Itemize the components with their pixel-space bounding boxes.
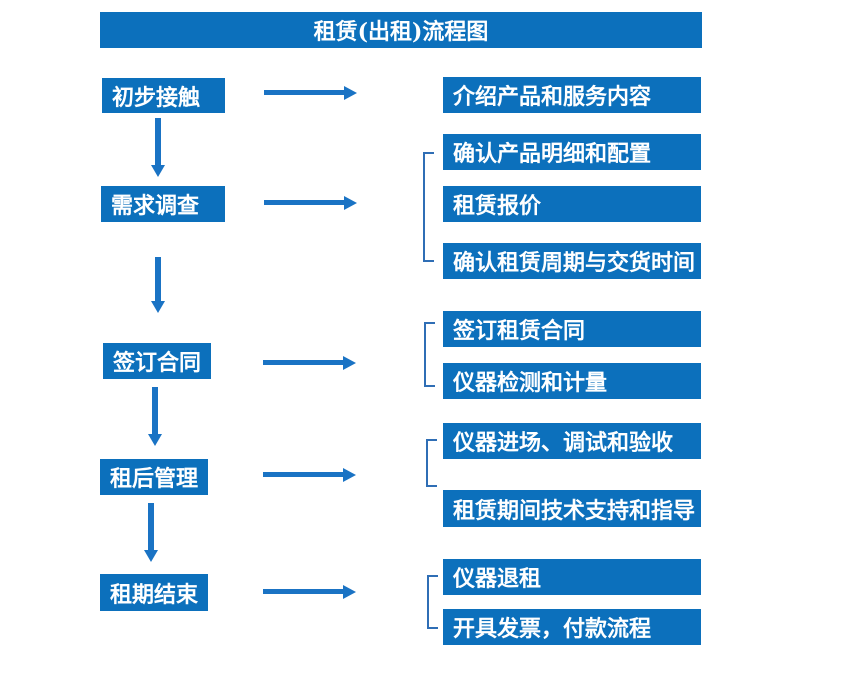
step-box-sign-contract: 签订合同 — [103, 343, 211, 379]
right-arrow — [263, 589, 343, 594]
right-arrow — [263, 360, 343, 365]
right-arrow — [264, 90, 344, 95]
group-bracket-rental-end — [427, 575, 438, 629]
down-arrow — [148, 503, 154, 550]
step-box-demand-survey: 需求调查 — [101, 186, 225, 222]
detail-box-instrument-testing: 仪器检测和计量 — [443, 363, 701, 399]
down-arrow — [152, 387, 158, 434]
flowchart-title: 租赁(出租)流程图 — [313, 19, 489, 45]
down-arrow — [155, 257, 161, 301]
group-bracket-demand-survey — [423, 152, 434, 262]
group-bracket-post-rental — [426, 439, 437, 487]
step-box-post-rental-management: 租后管理 — [100, 459, 208, 495]
detail-box-instrument-setup-acceptance: 仪器进场、调试和验收 — [443, 423, 701, 459]
detail-box-introduce-products: 介绍产品和服务内容 — [443, 77, 701, 113]
step-box-rental-end: 租期结束 — [100, 574, 208, 611]
right-arrow — [264, 200, 344, 205]
step-box-initial-contact: 初步接触 — [102, 78, 225, 113]
group-bracket-sign-contract — [424, 322, 435, 387]
detail-box-sign-rental-contract: 签订租赁合同 — [443, 311, 701, 347]
right-arrow — [263, 472, 343, 477]
detail-box-invoice-payment: 开具发票，付款流程 — [443, 609, 701, 645]
down-arrow — [155, 118, 161, 165]
detail-box-technical-support: 租赁期间技术支持和指导 — [443, 490, 701, 527]
detail-box-confirm-product-details: 确认产品明细和配置 — [443, 134, 701, 170]
detail-box-instrument-return: 仪器退租 — [443, 559, 701, 595]
flowchart-title-bar: 租赁(出租)流程图 — [100, 12, 702, 48]
detail-box-rental-quote: 租赁报价 — [443, 186, 701, 222]
detail-box-confirm-rental-period: 确认租赁周期与交货时间 — [443, 243, 701, 279]
